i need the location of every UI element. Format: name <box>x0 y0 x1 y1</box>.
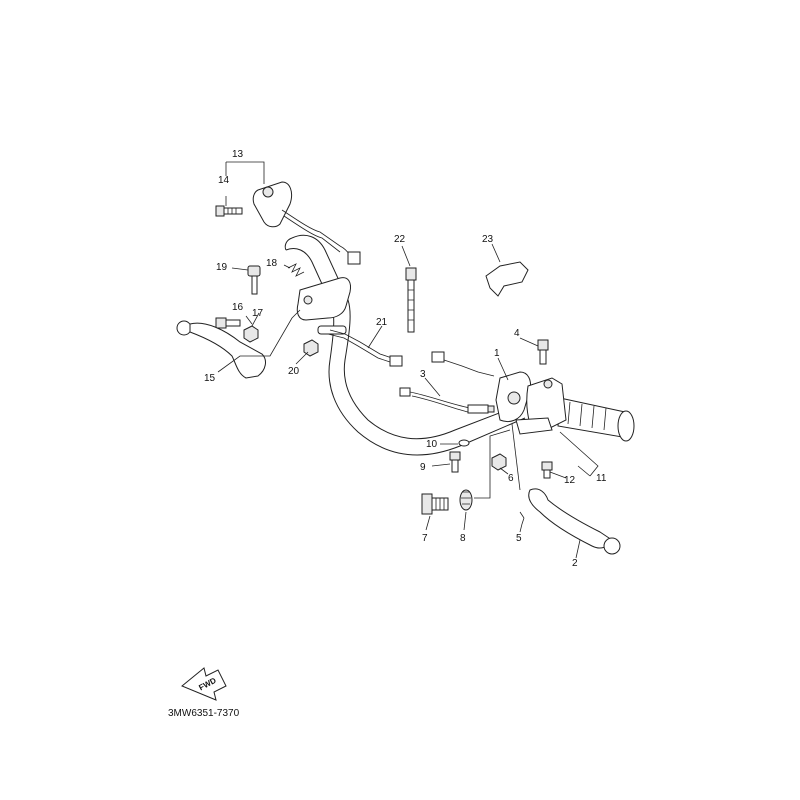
screw-4 <box>537 339 549 365</box>
screw-9 <box>449 451 461 473</box>
right-grip <box>557 397 635 442</box>
pin-5 <box>519 511 525 525</box>
label-18: 18 <box>266 258 278 269</box>
adjuster-8 <box>459 489 473 511</box>
handlebar <box>284 234 526 456</box>
label-15: 15 <box>204 373 216 384</box>
label-7: 7 <box>422 533 428 544</box>
cable-tie-22 <box>405 267 417 333</box>
bolt-7 <box>421 493 449 515</box>
catalog-code: 3MW6351-7370 <box>168 708 240 719</box>
master-cylinder <box>296 277 351 335</box>
label-6: 6 <box>508 473 514 484</box>
right-switch-housing <box>515 377 567 435</box>
label-17: 17 <box>252 308 264 319</box>
label-14: 14 <box>218 175 230 186</box>
label-11: 11 <box>596 473 607 484</box>
label-19: 19 <box>216 262 228 273</box>
label-20: 20 <box>288 366 300 377</box>
left-switch-housing <box>252 181 361 265</box>
label-16: 16 <box>232 302 244 313</box>
screw-12 <box>541 461 553 479</box>
bolt-16 <box>215 317 241 329</box>
part-labels: 1 2 3 4 5 6 7 8 9 10 11 12 13 14 15 16 1… <box>204 149 607 569</box>
right-lever <box>528 488 621 555</box>
wire-3 <box>399 387 495 414</box>
label-22: 22 <box>394 234 406 245</box>
nut-17 <box>243 325 259 343</box>
spring-18 <box>287 263 305 277</box>
label-3: 3 <box>420 369 426 380</box>
label-13: 13 <box>232 149 244 160</box>
label-4: 4 <box>514 328 520 339</box>
clamp-23 <box>485 261 529 297</box>
leader-lines <box>217 161 599 559</box>
fwd-arrow-icon: FWD <box>181 667 227 701</box>
label-21: 21 <box>376 317 388 328</box>
label-1: 1 <box>494 348 500 359</box>
right-lever-holder <box>431 351 531 423</box>
washer-10 <box>458 439 470 447</box>
screw-14 <box>215 205 243 217</box>
label-12: 12 <box>564 475 576 486</box>
nut-6 <box>491 453 507 471</box>
label-9: 9 <box>420 462 426 473</box>
bolt-19 <box>247 265 261 295</box>
switch-cable-21 <box>327 329 403 367</box>
left-lever <box>176 320 266 379</box>
label-10: 10 <box>426 439 438 450</box>
label-5: 5 <box>516 533 522 544</box>
label-8: 8 <box>460 533 466 544</box>
label-23: 23 <box>482 234 494 245</box>
label-2: 2 <box>572 558 578 569</box>
